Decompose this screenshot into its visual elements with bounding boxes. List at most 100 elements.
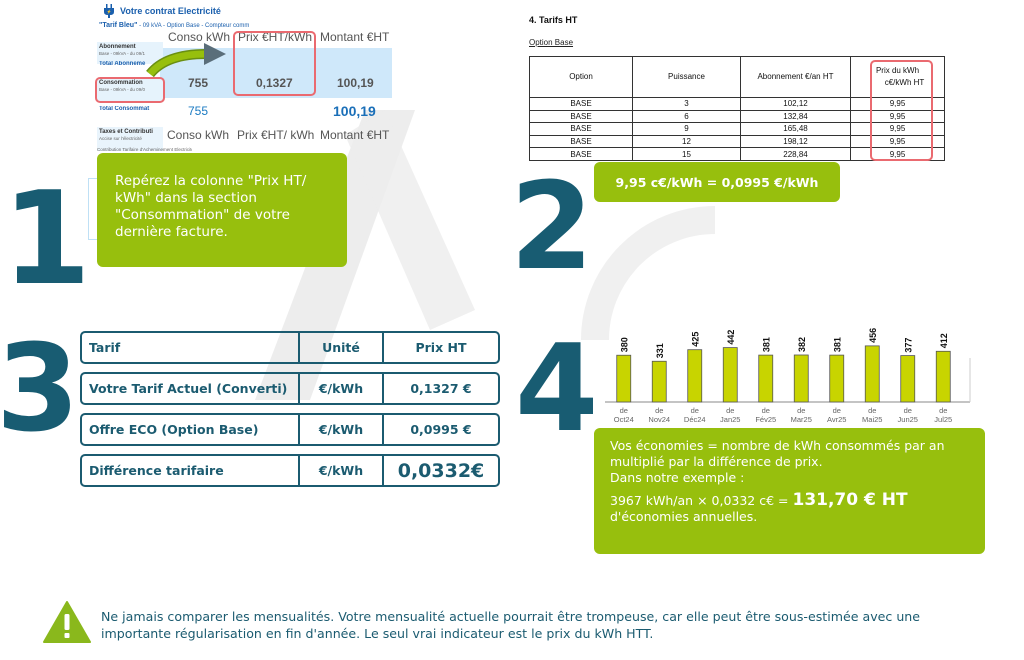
comparison-header-unite: Unité	[300, 333, 384, 362]
bar-8	[900, 355, 916, 403]
step1-instruction-card: Repérez la colonne "Prix HT/ kWh" dans l…	[97, 153, 347, 267]
consommation-highlight-box	[95, 77, 165, 103]
invoice-taxes-block: Taxes et Contributi Accise sur l'électri…	[97, 127, 163, 151]
tariff-header-abonnement: Abonnement €/an HT	[740, 56, 851, 98]
abonnement-detail: Base - 09kVA - du 09/1	[99, 51, 145, 56]
bar-1	[651, 360, 667, 403]
step4-savings-card: Vos économies = nombre de kWh consommés …	[594, 428, 985, 554]
tariff-cell-puissance: 12	[632, 134, 741, 149]
comparison-row-current: Votre Tarif Actuel (Converti) €/kWh 0,13…	[80, 372, 500, 405]
x-tick-label-7-1: Mai25	[862, 415, 882, 424]
x-tick-label-8-1: Jun25	[898, 415, 918, 424]
consommation-detail: Base - 09kVA - du 09/0	[99, 87, 145, 92]
invoice-col-montant-repeat: Montant €HT	[320, 128, 390, 142]
tariff-cell-abonnement: 165,48	[740, 122, 851, 136]
data-label-7: 456	[868, 328, 878, 343]
consommation-price-value: 0,1327	[256, 76, 293, 90]
invoice-title: ⚡ Votre contrat Electricité	[104, 4, 221, 18]
savings-calc-prefix: 3967 kWh/an × 0,0332 c€ =	[610, 493, 793, 508]
total-consommation-kwh: 755	[188, 104, 209, 118]
step-number-1: 1	[2, 165, 92, 314]
x-tick-label-1-1: Nov24	[648, 415, 670, 424]
tariff-header-option: Option	[529, 56, 633, 98]
savings-calculation: 3967 kWh/an × 0,0332 c€ = 131,70 € HT	[610, 492, 969, 509]
x-tick-label-0-0: de	[620, 406, 628, 415]
step-number-2: 2	[510, 158, 594, 297]
data-label-3: 442	[726, 330, 736, 345]
taxes-line-2: Contribution Tarifaire d'Acheminement El…	[97, 147, 192, 152]
total-consommation-label: Total Consommat	[99, 106, 150, 112]
tariff-cell-abonnement: 198,12	[740, 134, 851, 149]
x-tick-label-6-1: Avr25	[827, 415, 846, 424]
x-tick-label-3-0: de	[726, 406, 734, 415]
tariff-header-price-line1: Prix du kWh	[875, 66, 920, 75]
invoice-consommation-block: Consommation Base - 09kVA - du 09/0	[97, 78, 163, 102]
step-number-3: 3	[0, 320, 80, 459]
step2-conversion-text: 9,95 c€/kWh = 0,0995 €/kWh	[615, 174, 819, 190]
tariff-cell-puissance: 15	[632, 147, 741, 161]
taxes-label: Taxes et Contributi	[99, 129, 153, 135]
total-abonnement-label: Total Abonneme	[99, 61, 146, 67]
comparison-unit: €/kWh	[300, 456, 384, 485]
data-label-8: 377	[903, 338, 913, 353]
invoice-tariff-details: - 09 kVA - Option Base - Compteur comm	[137, 23, 250, 29]
bar-4	[758, 354, 774, 403]
data-label-5: 382	[797, 337, 807, 352]
tariff-cell-option: BASE	[529, 147, 633, 161]
comparison-label: Offre ECO (Option Base)	[82, 415, 300, 444]
x-tick-label-8-0: de	[904, 406, 912, 415]
price-column-highlight-box	[233, 31, 316, 96]
data-label-6: 381	[832, 337, 842, 352]
bar-6	[829, 354, 845, 403]
bar-5	[793, 354, 809, 403]
invoice-subtitle: "Tarif Bleu" - 09 kVA - Option Base - Co…	[99, 22, 249, 29]
x-tick-label-1-0: de	[655, 406, 663, 415]
comparison-row-offer: Offre ECO (Option Base) €/kWh 0,0995 €	[80, 413, 500, 446]
tariff-header-puissance: Puissance	[632, 56, 741, 98]
bar-7	[864, 345, 880, 403]
abonnement-label: Abonnement	[99, 44, 136, 50]
invoice-col-conso: Conso kWh	[168, 30, 231, 44]
tariff-cell-abonnement: 132,84	[740, 109, 851, 124]
tariff-cell-abonnement: 228,84	[740, 147, 851, 161]
step2-conversion-card: 9,95 c€/kWh = 0,0995 €/kWh	[594, 162, 840, 202]
comparison-header-row: Tarif Unité Prix HT	[80, 331, 500, 364]
warning-text: Ne jamais comparer les mensualités. Votr…	[101, 609, 921, 641]
comparison-unit: €/kWh	[300, 374, 384, 403]
step1-instruction-text: Repérez la colonne "Prix HT/ kWh" dans l…	[115, 173, 307, 240]
invoice-tariff-name: "Tarif Bleu"	[99, 22, 138, 29]
tariff-cell-option: BASE	[529, 109, 633, 124]
consommation-amount-value: 100,19	[337, 76, 374, 90]
bar-9	[935, 350, 951, 403]
consommation-kwh-value: 755	[188, 76, 209, 90]
tariff-option-label: Option Base	[529, 38, 574, 47]
x-tick-label-2-1: Déc24	[684, 415, 706, 424]
tariff-cell-abonnement: 102,12	[740, 97, 851, 111]
x-tick-label-5-1: Mar25	[791, 415, 812, 424]
savings-result: 131,70 € HT	[792, 490, 908, 510]
data-label-0: 380	[619, 337, 629, 352]
savings-calc-suffix: d'économies annuelles.	[610, 509, 758, 524]
savings-explanation: Vos économies = nombre de kWh consommés …	[610, 438, 945, 469]
data-label-4: 381	[761, 337, 771, 352]
tariff-header-price-line2: c€/kWh HT	[884, 78, 925, 87]
consumption-bar-chart: 380deOct24331deNov24425deDéc24442deJan25…	[605, 328, 971, 424]
tariff-header-price: Prix du kWh c€/kWh HT	[850, 56, 945, 98]
invoice-title-text: Votre contrat Electricité	[120, 6, 221, 16]
x-tick-label-4-1: Fév25	[755, 415, 776, 424]
tariff-table-header: Option Puissance Abonnement €/an HT Prix…	[529, 56, 945, 98]
invoice-col-prix: Prix €HT/kWh	[238, 30, 313, 44]
x-tick-label-9-1: Jul25	[934, 415, 952, 424]
arrow-icon	[146, 43, 226, 78]
tariff-cell-puissance: 9	[632, 122, 741, 136]
svg-text:⚡: ⚡	[107, 9, 112, 14]
x-tick-label-7-0: de	[868, 406, 876, 415]
comparison-header-tarif: Tarif	[82, 333, 300, 362]
x-tick-label-4-0: de	[762, 406, 770, 415]
invoice-col-montant: Montant €HT	[320, 30, 390, 44]
price-column-highlight-box-2	[870, 60, 933, 161]
tariff-cell-puissance: 3	[632, 97, 741, 111]
